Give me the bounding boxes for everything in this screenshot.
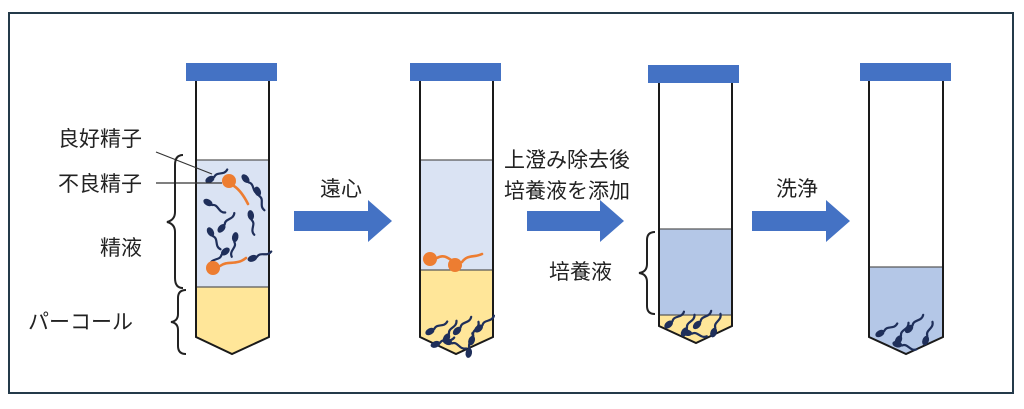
tube-1-outline bbox=[195, 81, 270, 356]
tube-3 bbox=[648, 65, 739, 345]
label-centrifuge: 遠心 bbox=[320, 177, 362, 201]
tube-1-cap bbox=[186, 63, 277, 81]
tube-2-bad-sperm bbox=[423, 252, 484, 272]
tube-1-percoll-layer bbox=[196, 287, 269, 354]
tube-2-percoll-layer bbox=[420, 270, 493, 354]
tube-3-cap bbox=[648, 65, 739, 83]
tube-4 bbox=[860, 63, 951, 356]
label-culture-medium: 培養液 bbox=[549, 260, 612, 284]
label-step2-line1: 上澄み除去後 bbox=[504, 148, 630, 172]
tube-4-outline bbox=[868, 81, 944, 356]
label-semen: 精液 bbox=[100, 236, 142, 260]
tube-3-culture-layer bbox=[659, 229, 732, 315]
tube-2-cap bbox=[410, 63, 501, 81]
label-percoll: パーコール bbox=[28, 310, 133, 334]
tube-4-cap bbox=[860, 63, 951, 81]
label-wash: 洗浄 bbox=[776, 177, 818, 201]
culture-bracket bbox=[638, 231, 656, 315]
arrow-wash bbox=[752, 200, 850, 242]
arrow-remove-add bbox=[527, 200, 624, 242]
tube-2-outline bbox=[419, 81, 494, 356]
tube-1-bad-sperm bbox=[206, 174, 250, 275]
label-bad-sperm: 不良精子 bbox=[58, 172, 142, 196]
label-good-sperm: 良好精子 bbox=[58, 127, 142, 151]
good-sperm-pointer bbox=[155, 151, 213, 175]
arrow-centrifuge bbox=[294, 200, 392, 242]
tube-3-outline bbox=[658, 83, 733, 345]
label-step2-line2: 培養液を添加 bbox=[504, 179, 630, 203]
tube-1-semen-layer bbox=[196, 160, 269, 287]
tube-1 bbox=[186, 63, 277, 356]
semen-bracket bbox=[166, 154, 184, 289]
tube-4-culture-layer bbox=[869, 267, 943, 354]
tube-2 bbox=[410, 63, 501, 360]
percoll-bracket bbox=[170, 289, 187, 355]
tube-2-semen-layer bbox=[420, 160, 493, 270]
